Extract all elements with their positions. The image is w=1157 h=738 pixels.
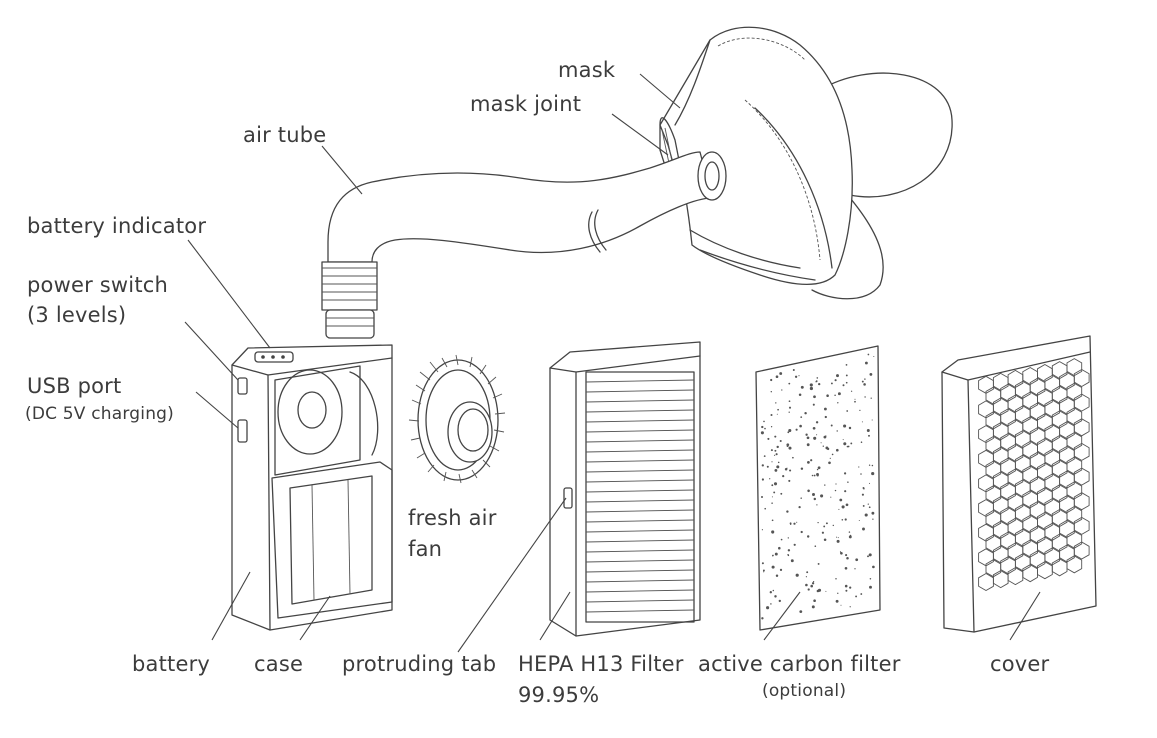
label-fresh-air-fan-line2: fan	[408, 537, 443, 561]
label-power-switch-note: (3 levels)	[27, 303, 127, 327]
hepa-filter-drawing	[549, 341, 701, 637]
label-air-tube: air tube	[243, 123, 327, 147]
label-cover: cover	[990, 652, 1050, 676]
label-case: case	[254, 652, 304, 676]
carbon-filter-drawing	[755, 345, 881, 631]
label-carbon-filter: active carbon filter	[698, 652, 901, 676]
label-usb-port: USB port	[27, 374, 122, 398]
air-tube-drawing	[321, 151, 727, 339]
label-battery-indicator: battery indicator	[27, 214, 207, 238]
label-fresh-air-fan-line1: fresh air	[408, 506, 497, 530]
leader-lines	[184, 73, 1041, 653]
cover-drawing	[941, 335, 1097, 633]
label-power-switch: power switch	[27, 273, 169, 297]
label-battery: battery	[132, 652, 211, 676]
label-mask-joint: mask joint	[470, 92, 582, 116]
label-mask: mask	[558, 58, 616, 82]
label-hepa-efficiency: 99.95%	[518, 683, 600, 707]
label-hepa-filter: HEPA H13 Filter	[518, 652, 684, 676]
fresh-air-fan-drawing	[408, 354, 506, 484]
case-drawing	[231, 344, 393, 631]
label-carbon-filter-note: (optional)	[762, 681, 847, 701]
label-usb-port-note: (DC 5V charging)	[25, 404, 174, 424]
label-protruding-tab: protruding tab	[342, 652, 497, 676]
